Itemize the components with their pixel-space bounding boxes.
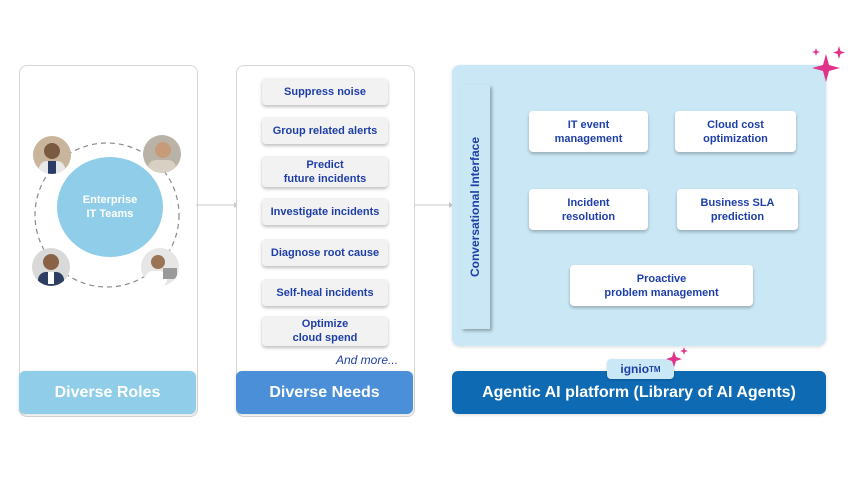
- enterprise-it-teams-label: Enterprise IT Teams: [82, 194, 138, 220]
- person-avatar-top-left: [33, 136, 71, 174]
- and-more-label: And more...: [336, 353, 399, 367]
- need-item: Group related alerts: [262, 117, 388, 144]
- person-avatar-top-right: [143, 135, 181, 173]
- need-item: Suppress noise: [262, 78, 388, 105]
- person-avatar-bottom-right: [141, 248, 179, 286]
- agent-card: Incident resolution: [529, 189, 648, 230]
- roles-ring: [34, 142, 180, 288]
- enterprise-it-teams-circle: Enterprise IT Teams: [57, 157, 163, 257]
- need-item: Optimize cloud spend: [262, 316, 388, 346]
- diverse-roles-label: Diverse Roles: [19, 371, 196, 414]
- conversational-interface-label: Conversational Interface: [468, 136, 483, 278]
- conversational-interface-bar: Conversational Interface: [461, 85, 490, 329]
- ignio-brand: ignio: [620, 362, 650, 376]
- agent-card: Proactive problem management: [570, 265, 753, 306]
- need-item: Predict future incidents: [262, 156, 388, 187]
- person-avatar-bottom-left: [32, 248, 70, 286]
- agent-card: Cloud cost optimization: [675, 111, 796, 152]
- connector-arrow-needs-platform: [413, 202, 453, 208]
- diverse-needs-label: Diverse Needs: [236, 371, 413, 414]
- need-item: Investigate incidents: [262, 198, 388, 225]
- need-item: Self-heal incidents: [262, 279, 388, 306]
- need-item: Diagnose root cause: [262, 239, 388, 266]
- agent-card: Business SLA prediction: [677, 189, 798, 230]
- sparkle-icon: [812, 46, 845, 82]
- ignio-trademark: TM: [649, 364, 661, 374]
- agent-card: IT event management: [529, 111, 648, 152]
- ignio-sparkle-icon: [666, 347, 688, 367]
- connector-arrow-roles-needs: [196, 202, 238, 208]
- ignio-badge: ignio TM: [607, 359, 674, 379]
